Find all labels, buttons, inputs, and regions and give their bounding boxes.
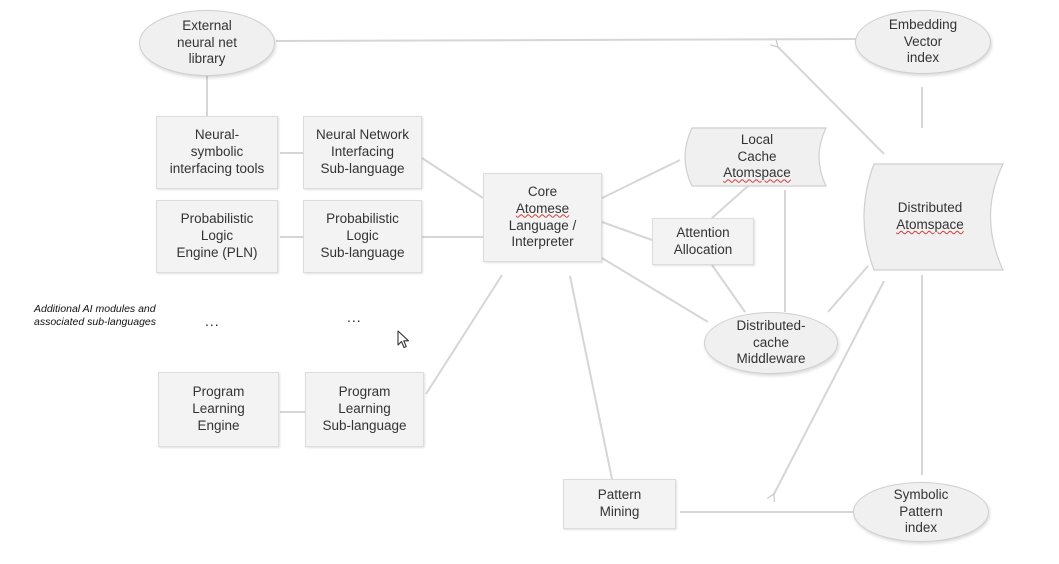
distributed-atomspace-line2: Atomspace bbox=[896, 217, 964, 232]
symbolic-pattern-index-node: Symbolic Pattern index bbox=[853, 482, 989, 542]
distributed-cache-middleware-node: Distributed- cache Middleware bbox=[704, 312, 838, 374]
core-atomese-line2: Atomese bbox=[515, 200, 570, 216]
edge-external-to-embedding bbox=[275, 38, 859, 42]
distributed-atomspace-label: Distributed Atomspace bbox=[866, 164, 994, 270]
symbolic-pattern-index-label: Symbolic Pattern index bbox=[893, 486, 949, 536]
core-atomese-node: Core Atomese Language / Interpreter bbox=[483, 173, 602, 262]
mouse-pointer-icon bbox=[397, 330, 410, 349]
core-atomese-line1: Core bbox=[527, 183, 558, 199]
edge-distributed-to-pattern-mining-arrow bbox=[766, 280, 885, 503]
pln-sublanguage-label: Probabilistic Logic Sub-language bbox=[320, 211, 405, 260]
edge-core-to-pattern-mining bbox=[569, 275, 613, 480]
embedding-vector-index-node: Embedding Vector index bbox=[855, 10, 991, 74]
pln-engine-node: Probabilistic Logic Engine (PLN) bbox=[156, 200, 278, 273]
pln-engine-label: Probabilistic Logic Engine (PLN) bbox=[176, 211, 258, 260]
external-neural-net-library-label: External neural net library bbox=[176, 17, 238, 67]
program-learning-engine-node: Program Learning Engine bbox=[158, 372, 279, 447]
edge-program-sublanguage-to-core bbox=[425, 274, 503, 395]
edge-core-to-middleware bbox=[601, 257, 709, 323]
local-cache-drum bbox=[684, 127, 827, 187]
program-learning-engine-label: Program Learning Engine bbox=[192, 384, 245, 433]
attention-allocation-label: Attention Allocation bbox=[673, 224, 733, 257]
edge-core-to-attention bbox=[601, 221, 653, 241]
additional-modules-note: Additional AI modules and associated sub… bbox=[34, 303, 157, 329]
distributed-atomspace-drum bbox=[863, 163, 1004, 271]
ellipsis-right: ... bbox=[347, 309, 362, 325]
neural-symbolic-tools-label: Neural- symbolic interfacing tools bbox=[169, 127, 265, 176]
program-learning-sublanguage-label: Program Learning Sub-language bbox=[322, 384, 407, 433]
neural-network-sublanguage-label: Neural Network Interfacing Sub-language bbox=[315, 127, 410, 176]
ellipsis-left: ... bbox=[205, 313, 220, 329]
program-learning-sublanguage-node: Program Learning Sub-language bbox=[305, 372, 424, 447]
pattern-mining-label: Pattern Mining bbox=[597, 487, 642, 519]
attention-allocation-node: Attention Allocation bbox=[652, 218, 754, 265]
distributed-atomspace-line1: Distributed bbox=[897, 200, 963, 216]
edge-middleware-to-distributed bbox=[827, 265, 869, 313]
edge-attention-to-local-cache bbox=[711, 185, 749, 219]
pln-sublanguage-node: Probabilistic Logic Sub-language bbox=[303, 200, 422, 273]
local-cache-line1: Local Cache bbox=[737, 131, 777, 164]
external-neural-net-library-node: External neural net library bbox=[139, 10, 275, 76]
edge-core-to-local-cache bbox=[601, 159, 681, 199]
distributed-cache-middleware-label: Distributed- cache Middleware bbox=[736, 317, 806, 367]
local-cache-atomspace-label: Local Cache Atomspace bbox=[692, 128, 822, 186]
edge-attention-to-middleware bbox=[711, 264, 746, 313]
edge-distributed-to-embedding-arrow bbox=[770, 39, 885, 155]
local-cache-line2: Atomspace bbox=[723, 165, 791, 181]
neural-symbolic-tools-node: Neural- symbolic interfacing tools bbox=[156, 116, 278, 189]
edge-nn-sublanguage-to-core bbox=[421, 157, 484, 199]
neural-network-sublanguage-node: Neural Network Interfacing Sub-language bbox=[303, 116, 422, 189]
core-atomese-line3: Language / Interpreter bbox=[508, 217, 577, 250]
pattern-mining-node: Pattern Mining bbox=[563, 479, 676, 529]
embedding-vector-index-label: Embedding Vector index bbox=[888, 16, 958, 66]
